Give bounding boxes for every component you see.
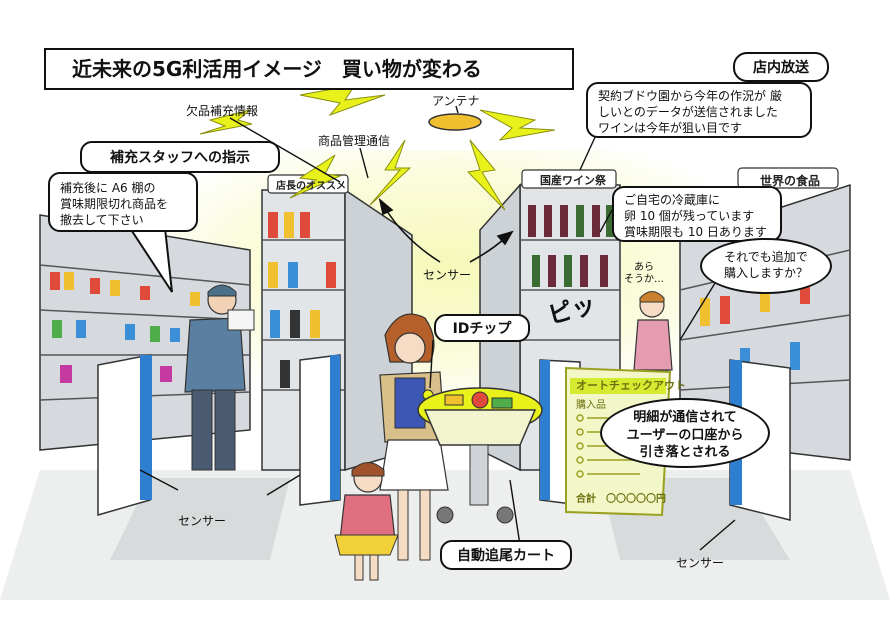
payment-message-line-1: 明細が通信されて [633, 410, 737, 425]
exclaim-label: あら そうか… [624, 262, 664, 285]
signal-bolts [199, 84, 556, 211]
purchase-question-line-1: それでも追加で [724, 250, 808, 264]
id-chip-label: IDチップ [434, 314, 530, 342]
payment-message-line-3: 引き落とされる [639, 445, 731, 461]
sensor-right-label: センサー [676, 556, 725, 570]
store-broadcast-header: 店内放送 [733, 52, 829, 82]
pointer-lines [139, 105, 736, 551]
staff-instruction-bubble: 補充後に A6 棚の 賞味期限切れ商品を 撤去して下さい [48, 172, 198, 232]
recommend-sign: 店長のオススメ [276, 181, 346, 192]
page-title: 近未来の5G利活用イメージ 買い物が変わる [44, 48, 574, 90]
sensor-gate-left-2 [299, 354, 341, 506]
sensor-gate-left-1 [97, 354, 152, 516]
staff-instruction-line-1: 補充後に A6 棚の [60, 181, 156, 195]
purchase-question-bubble: それでも追加で 購入しますか？ [700, 238, 832, 294]
fridge-message-line-2: 卵 10 個が残っています [624, 209, 755, 224]
woman-shopper [379, 313, 449, 561]
sensor-left-label: センサー [178, 514, 227, 528]
product-comm-label: 商品管理通信 [318, 134, 391, 148]
world-food-sign: 世界の食品 [760, 174, 821, 188]
antenna-disc [428, 113, 482, 131]
fridge-message-line-1: ご自宅の冷蔵庫に [624, 193, 721, 207]
fridge-message-line-3: 賞味期限も 10 日あります [624, 225, 767, 240]
auto-cart-label: 自動追尾カート [440, 540, 572, 570]
staff-instruction-line-2: 賞味期限切れ商品を [60, 197, 169, 212]
wine-fair-sign: 国産ワイン祭 [540, 174, 606, 187]
fridge-message-bubble: ご自宅の冷蔵庫に 卵 10 個が残っています 賞味期限も 10 日あります [612, 186, 782, 242]
staff-instruction-header: 補充スタッフへの指示 [80, 141, 280, 173]
purchase-question-line-2: 購入しますか？ [723, 266, 808, 281]
floor-mat-left [110, 478, 290, 560]
staff-figure [184, 284, 255, 471]
auto-cart [417, 387, 543, 524]
store-broadcast-line-2: しいとのデータが送信されました [598, 105, 778, 120]
antenna-label: アンテナ [432, 94, 480, 108]
store-broadcast-line-1: 契約ブドウ園から今年の作況が 厳 [598, 89, 782, 103]
shortage-info-label: 欠品補充情報 [186, 104, 259, 118]
store-broadcast-bubble: 契約ブドウ園から今年の作況が 厳 しいとのデータが送信されました ワインは今年が… [586, 82, 812, 138]
staff-instruction-line-3: 撤去して下さい [60, 213, 144, 228]
receipt-total: 合計 〇〇〇〇〇円 [576, 494, 666, 505]
receipt-item-label: 購入品 [576, 400, 606, 411]
receipt-header: オートチェックアウト [576, 379, 686, 392]
child-figure [334, 462, 399, 581]
sensor-center-label: センサー [423, 268, 472, 282]
store-broadcast-line-3: ワインは今年が狙い目です [598, 121, 743, 136]
payment-message-line-2: ユーザーの口座から [626, 427, 744, 443]
sensor-arrows [378, 197, 514, 263]
payment-message-bubble: 明細が通信されて ユーザーの口座から 引き落とされる [600, 398, 770, 468]
